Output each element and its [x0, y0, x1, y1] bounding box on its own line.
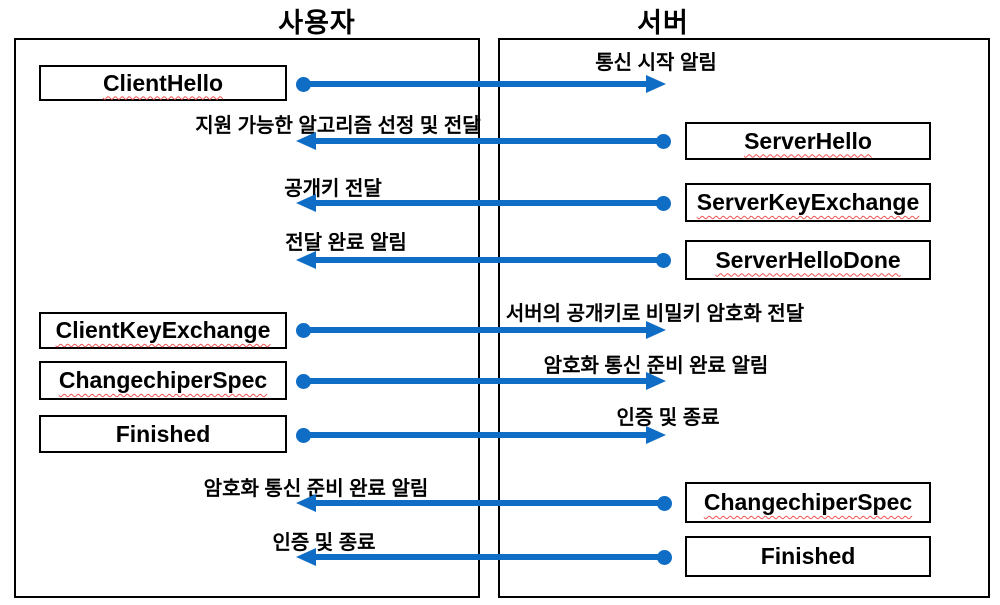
- client-box-clienthello: ClientHello: [39, 65, 287, 101]
- arrowhead-left-icon: [296, 132, 316, 150]
- client-box-clientkeyexchange-label: ClientKeyExchange: [55, 317, 271, 343]
- arrowhead-right-icon: [646, 372, 666, 390]
- arrowhead-right-icon: [646, 426, 666, 444]
- arrow-label-5: 서버의 공개키로 비밀키 암호화 전달: [505, 303, 805, 325]
- arrow-dot: [656, 134, 671, 149]
- arrowhead-right-icon: [646, 75, 666, 93]
- server-box-changechiperspec: ChangechiperSpec: [685, 482, 931, 523]
- server-box-finished: Finished: [685, 536, 931, 577]
- arrow-dot: [657, 550, 672, 565]
- client-lane-title: 사용자: [278, 8, 356, 38]
- client-box-clientkeyexchange: ClientKeyExchange: [39, 312, 287, 349]
- server-lane-title: 서버: [637, 8, 689, 38]
- server-box-serverhellodone-label: ServerHelloDone: [715, 246, 901, 273]
- arrow-line: [314, 138, 664, 144]
- server-box-changechiperspec-label: ChangechiperSpec: [703, 489, 913, 515]
- arrow-line: [314, 500, 665, 506]
- client-box-finished-label: Finished: [115, 420, 211, 447]
- arrow-dot: [657, 496, 672, 511]
- server-box-serverkeyexchange-label: ServerKeyExchange: [696, 189, 920, 215]
- arrow-line: [304, 81, 648, 87]
- arrow-dot: [296, 77, 311, 92]
- arrow-line: [304, 378, 648, 384]
- server-box-finished-label: Finished: [760, 543, 856, 569]
- server-box-serverhello-label: ServerHello: [744, 127, 872, 154]
- arrow-label-4: 전달 완료 알림: [285, 232, 407, 254]
- arrow-label-9: 인증 및 종료: [272, 532, 376, 554]
- arrow-line: [314, 554, 665, 560]
- client-box-clienthello-label: ClientHello: [102, 69, 224, 96]
- arrow-dot: [296, 374, 311, 389]
- arrow-line: [314, 257, 664, 263]
- arrowhead-left-icon: [296, 194, 316, 212]
- arrow-label-7: 인증 및 종료: [616, 407, 720, 429]
- arrowhead-left-icon: [296, 251, 316, 269]
- client-box-finished: Finished: [39, 415, 287, 453]
- arrow-dot: [296, 428, 311, 443]
- arrowhead-left-icon: [296, 548, 316, 566]
- arrowhead-left-icon: [296, 494, 316, 512]
- arrow-line: [304, 432, 648, 438]
- server-box-serverhello: ServerHello: [685, 122, 931, 160]
- arrowhead-right-icon: [646, 321, 666, 339]
- server-box-serverkeyexchange: ServerKeyExchange: [685, 183, 931, 222]
- arrow-label-1: 통신 시작 알림: [595, 52, 717, 74]
- arrow-dot: [296, 323, 311, 338]
- arrow-dot: [656, 253, 671, 268]
- arrow-line: [304, 327, 648, 333]
- server-box-serverhellodone: ServerHelloDone: [685, 240, 931, 280]
- client-box-changechiperspec-label: ChangechiperSpec: [58, 367, 268, 393]
- arrow-label-2: 지원 가능한 알고리즘 선정 및 전달: [195, 115, 481, 137]
- arrow-label-8: 암호화 통신 준비 완료 알림: [203, 478, 429, 500]
- arrow-dot: [656, 196, 671, 211]
- arrow-label-6: 암호화 통신 준비 완료 알림: [543, 355, 769, 377]
- arrow-line: [314, 200, 664, 206]
- client-box-changechiperspec: ChangechiperSpec: [39, 361, 287, 400]
